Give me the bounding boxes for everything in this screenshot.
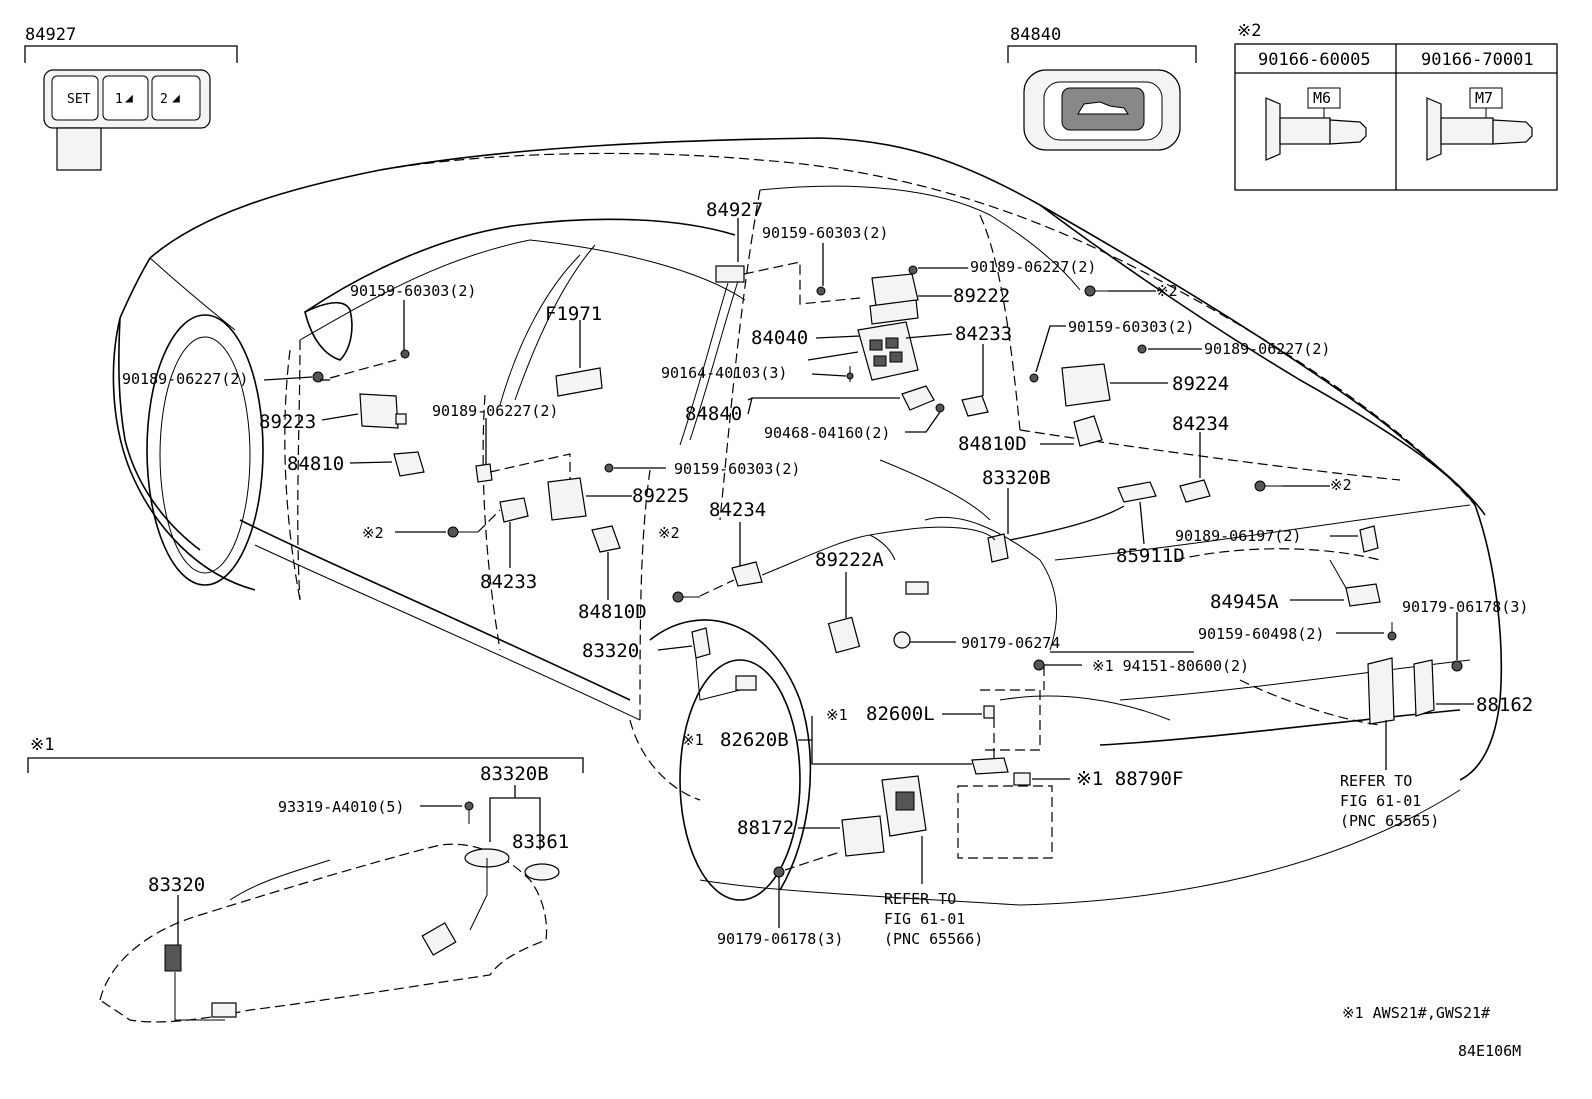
callout-90159-c: 90159-60303(2)	[350, 282, 476, 300]
seat-icon: ◢	[125, 91, 133, 106]
callout-84810d-b: 84810D	[578, 601, 647, 623]
callout-84234-b: 84234	[709, 499, 766, 521]
callout-89223: 89223	[259, 411, 316, 433]
callout-90179-c: 90179-06178(3)	[717, 930, 843, 948]
callout-84810: 84810	[287, 453, 344, 475]
switch-connector	[56, 127, 102, 171]
leader-lines	[263, 218, 1474, 928]
memory-1-button[interactable]	[102, 75, 149, 121]
callout-90159-a: 90159-60303(2)	[762, 224, 888, 242]
callout-85911d: 85911D	[1116, 545, 1185, 567]
callout-90159-e: 90159-60498(2)	[1198, 625, 1324, 643]
callout-83320: 83320	[582, 640, 639, 662]
refer-2-line-2: FIG 61-01	[1340, 792, 1421, 810]
callout-89225: 89225	[632, 485, 689, 507]
refer-2-line-1: REFER TO	[1340, 772, 1412, 790]
fuel-label-83320b: 83320B	[480, 763, 549, 785]
inset-bolts-marker: ※2	[1237, 21, 1261, 41]
callout-82620b: 82620B	[720, 729, 789, 751]
fuel-label-83320: 83320	[148, 874, 205, 896]
bolt-2-part: 90166-70001	[1421, 50, 1534, 70]
set-button-label: SET	[67, 92, 91, 107]
callout-f1971: F1971	[545, 303, 602, 325]
callout-labels: 84927 90159-60303(2) 90189-06227(2) 8922…	[122, 199, 1533, 948]
memory-2-button[interactable]	[151, 75, 201, 121]
callout-90189-d: 90189-06227(2)	[432, 402, 558, 420]
parts	[312, 265, 1463, 878]
callout-84233-b: 84233	[480, 571, 537, 593]
refer-2-line-3: (PNC 65565)	[1340, 812, 1439, 830]
callout-90164: 90164-40103(3)	[661, 364, 787, 382]
callout-90179-b: 90179-06274	[961, 634, 1060, 652]
callout-90159-b: 90159-60303(2)	[1068, 318, 1194, 336]
memory-1-label: 1	[115, 92, 123, 107]
callout-84945a: 84945A	[1210, 591, 1279, 613]
inset-trunk-switch: 84840	[1007, 25, 1197, 151]
inset-fuel: ※1 83320B 93319-A4010(5) 83361 83320	[27, 735, 584, 1023]
callout-84233-a: 84233	[955, 323, 1012, 345]
car-trunk-icon	[1077, 101, 1129, 115]
callout-88162: 88162	[1476, 694, 1533, 716]
fuel-label-83361: 83361	[512, 831, 569, 853]
callout-82600l: 82600L	[866, 703, 935, 725]
inset-switch: 84927 SET 1 2 ◢ ◢	[24, 25, 238, 171]
fuel-label-93319: 93319-A4010(5)	[278, 798, 404, 816]
bolt-1-thread: M6	[1313, 89, 1331, 107]
refer-1-line-1: REFER TO	[884, 890, 956, 908]
callout-84040: 84040	[751, 327, 808, 349]
footnote: ※1 AWS21#,GWS21#	[1342, 1004, 1490, 1022]
callout-star1-a: ※1	[826, 706, 848, 724]
callout-84840: 84840	[685, 403, 742, 425]
callout-90179-a: 90179-06178(3)	[1402, 598, 1528, 616]
bolt-1-part: 90166-60005	[1258, 50, 1371, 70]
callout-star2-a: ※2	[1156, 282, 1178, 300]
callout-star2-b: ※2	[362, 524, 384, 542]
callout-90468: 90468-04160(2)	[764, 424, 890, 442]
callout-84234-a: 84234	[1172, 413, 1229, 435]
refer-1-line-3: (PNC 65566)	[884, 930, 983, 948]
inset-switch-label: 84927	[25, 25, 76, 45]
callout-star2-d: ※2	[1330, 476, 1352, 494]
callout-89224: 89224	[1172, 373, 1229, 395]
inset-fuel-marker: ※1	[30, 735, 54, 755]
callout-88790f: ※1 88790F	[1076, 768, 1183, 790]
callout-90189-a: 90189-06227(2)	[970, 258, 1096, 276]
inset-trunk-label: 84840	[1010, 25, 1061, 45]
callout-84927: 84927	[706, 199, 763, 221]
callout-94151: ※1 94151-80600(2)	[1092, 657, 1249, 675]
callout-star2-c: ※2	[658, 524, 680, 542]
callout-star1-b: ※1	[682, 731, 704, 749]
inset-bolts: ※2 90166-60005 90166-70001 M6 M7	[1234, 21, 1558, 191]
callout-84810d-a: 84810D	[958, 433, 1027, 455]
memory-2-label: 2	[160, 92, 168, 107]
bolt-2-thread: M7	[1475, 89, 1493, 107]
refer-notes: REFER TO FIG 61-01 (PNC 65566) REFER TO …	[884, 772, 1439, 948]
car-body-outline	[112, 137, 1503, 906]
callout-83320b: 83320B	[982, 467, 1051, 489]
callout-90159-d: 90159-60303(2)	[674, 460, 800, 478]
callout-90189-b: 90189-06227(2)	[1204, 340, 1330, 358]
callout-89222a: 89222A	[815, 549, 884, 571]
refer-1-line-2: FIG 61-01	[884, 910, 965, 928]
diagram-code: 84E106M	[1458, 1042, 1521, 1060]
callout-90189-c: 90189-06227(2)	[122, 370, 248, 388]
callout-90189-e: 90189-06197(2)	[1175, 527, 1301, 545]
seat-icon: ◢	[172, 91, 180, 106]
callout-89222: 89222	[953, 285, 1010, 307]
callout-88172: 88172	[737, 817, 794, 839]
set-button[interactable]	[51, 75, 99, 121]
